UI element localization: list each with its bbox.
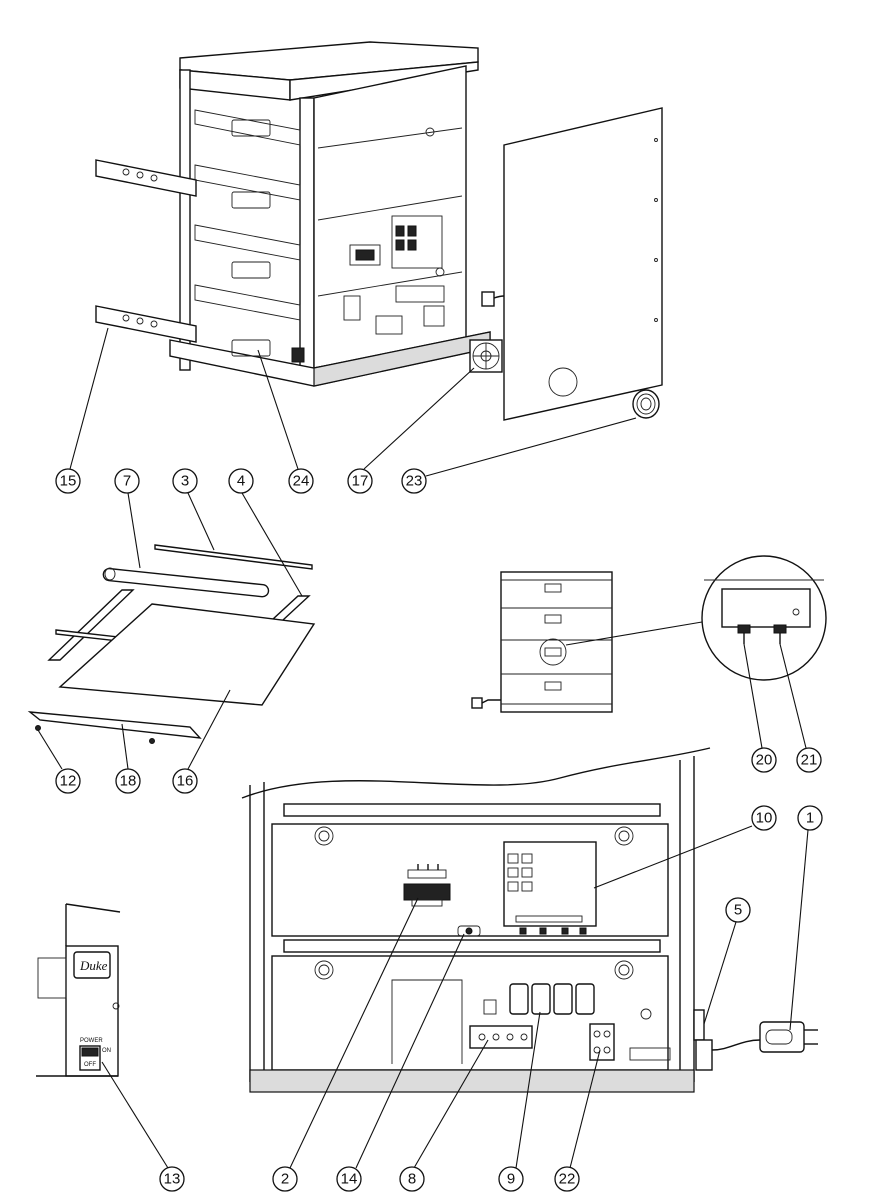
side-panel-components: [343, 127, 445, 335]
callout-2: 2: [272, 1166, 298, 1192]
svg-text:23: 23: [406, 473, 423, 490]
callout-12: 12: [55, 768, 81, 794]
callout-4: 4: [228, 468, 254, 494]
callout-3: 3: [172, 468, 198, 494]
rail-18: [27, 711, 202, 739]
svg-text:14: 14: [341, 1171, 358, 1188]
fuse-holder: [589, 1023, 615, 1061]
callout-13: 13: [159, 1166, 185, 1192]
control-panel-closeup: [241, 747, 818, 1093]
callout-10: 10: [751, 805, 777, 831]
svg-text:15: 15: [60, 473, 77, 490]
on-label: ON: [102, 1048, 111, 1054]
svg-text:9: 9: [507, 1171, 515, 1188]
svg-text:13: 13: [164, 1171, 181, 1188]
callout-5: 5: [725, 897, 751, 923]
svg-text:8: 8: [408, 1171, 416, 1188]
callout-20: 20: [751, 747, 777, 773]
power-switch-detail: Duke POWER ON OFF: [36, 903, 121, 1077]
shelf-rail-upper: [95, 159, 197, 197]
svg-text:10: 10: [756, 810, 773, 827]
svg-text:16: 16: [177, 773, 194, 790]
callout-18: 18: [115, 768, 141, 794]
callout-24: 24: [288, 468, 314, 494]
rear-access-panel: [503, 107, 663, 421]
svg-text:17: 17: [352, 473, 369, 490]
svg-text:12: 12: [60, 773, 77, 790]
relays: [509, 983, 595, 1015]
svg-text:22: 22: [559, 1171, 576, 1188]
shelf-plate-16: [58, 603, 316, 706]
power-plug: [711, 1021, 818, 1053]
svg-text:20: 20: [756, 752, 773, 769]
screw-12: [35, 725, 41, 731]
callout-7: 7: [114, 468, 140, 494]
duke-logo: Duke: [79, 958, 108, 973]
leader-lines: [37, 327, 809, 1169]
svg-text:21: 21: [801, 752, 818, 769]
heating-element-7: [102, 567, 270, 598]
callout-16: 16: [172, 768, 198, 794]
callout-8: 8: [399, 1166, 425, 1192]
callout-22: 22: [554, 1166, 580, 1192]
off-label: OFF: [84, 1062, 96, 1068]
terminal-block: [469, 1025, 533, 1049]
cord-grip: [693, 1009, 713, 1071]
rear-view: [471, 571, 703, 713]
callout-15: 15: [55, 468, 81, 494]
bracket-detail: [701, 555, 827, 681]
side-rod: [47, 589, 135, 661]
rod-3: [154, 544, 313, 570]
callout-1: 1: [797, 805, 823, 831]
callout-9: 9: [498, 1166, 524, 1192]
svg-text:1: 1: [806, 810, 814, 827]
svg-text:24: 24: [293, 473, 310, 490]
cabinet-power-switch: [291, 347, 305, 363]
cabinet-shelves: [194, 109, 301, 357]
cabinet-assembly: [95, 41, 663, 421]
callout-17: 17: [347, 468, 373, 494]
callout-21: 21: [796, 747, 822, 773]
shelf-rail-lower: [95, 305, 197, 343]
svg-text:2: 2: [281, 1171, 289, 1188]
power-label: POWER: [80, 1038, 103, 1044]
control-board: [503, 841, 597, 935]
cabinet-cord: [481, 291, 505, 307]
thermostat: [457, 925, 481, 937]
shelf-parts: [27, 544, 316, 744]
cooling-fan: [469, 339, 503, 373]
svg-text:4: 4: [237, 473, 245, 490]
svg-text:7: 7: [123, 473, 131, 490]
svg-text:5: 5: [734, 902, 742, 919]
svg-text:3: 3: [181, 473, 189, 490]
transformer: [403, 864, 451, 907]
fan-guard: [632, 389, 660, 419]
svg-text:18: 18: [120, 773, 137, 790]
callout-23: 23: [401, 468, 427, 494]
callout-14: 14: [336, 1166, 362, 1192]
